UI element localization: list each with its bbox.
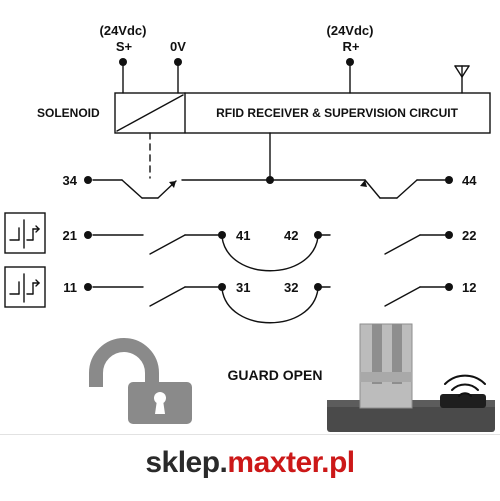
contact-42-22 [384, 234, 421, 255]
push-button-icon [4, 266, 46, 308]
contact-11-31 [149, 286, 186, 307]
wire-34-slope [121, 179, 143, 199]
contact-arm-right [364, 179, 381, 199]
unlocked-padlock-icon [89, 338, 192, 424]
contact-22-label: 22 [462, 228, 476, 243]
circuit-box [114, 92, 491, 134]
terminal-s-plus-dot [119, 58, 127, 66]
terminal-42-dot [314, 231, 322, 239]
r-plus-label: R+ [343, 39, 360, 54]
guard-status-label: GUARD OPEN [228, 367, 323, 383]
contact-12-label: 12 [462, 280, 476, 295]
contact-21-41 [149, 234, 186, 255]
s-plus-voltage-label: (24Vdc) [100, 23, 147, 38]
junction-dot [266, 176, 274, 184]
contact-32-12 [384, 286, 421, 307]
terminal-21-dot [84, 231, 92, 239]
terminal-44-dot [445, 176, 453, 184]
contact-11-label: 11 [63, 280, 77, 295]
bridge-31-32 [221, 288, 319, 324]
contact-42-label: 42 [284, 228, 298, 243]
zero-v-label: 0V [170, 39, 186, 54]
contact-32-label: 32 [284, 280, 298, 295]
rfid-switch-device [327, 323, 495, 432]
terminal-32-dot [314, 283, 322, 291]
wire-44-slope [396, 179, 418, 199]
contact-31-label: 31 [236, 280, 250, 295]
terminal-11-dot [84, 283, 92, 291]
bridge-41-42 [221, 236, 319, 272]
circuit-label: RFID RECEIVER & SUPERVISION CIRCUIT [216, 106, 458, 120]
website-logo[interactable]: sklep.maxter.pl [0, 446, 500, 480]
r-plus-voltage-label: (24Vdc) [327, 23, 374, 38]
terminal-41-dot [218, 231, 226, 239]
push-button-icon [4, 212, 46, 254]
wireless-signal-icon [444, 374, 486, 397]
contact-41-label: 41 [236, 228, 250, 243]
terminal-12-dot [445, 283, 453, 291]
contact-34-label: 34 [63, 173, 78, 188]
contact-44-label: 44 [462, 173, 477, 188]
contact-21-label: 21 [63, 228, 77, 243]
contact-arrow-right [360, 180, 367, 187]
solenoid-label: SOLENOID [37, 106, 100, 120]
footer [0, 434, 500, 501]
antenna-icon [454, 65, 470, 94]
website-domain-prefix: sklep. [145, 446, 228, 479]
terminal-22-dot [445, 231, 453, 239]
contact-arrow-left [169, 181, 176, 188]
terminal-31-dot [218, 283, 226, 291]
terminal-0v-dot [174, 58, 182, 66]
website-brand: maxter.pl [227, 446, 355, 479]
terminal-34-dot [84, 176, 92, 184]
s-plus-label: S+ [116, 39, 133, 54]
solenoid-coil-diagonal [116, 94, 184, 132]
terminal-r-plus-dot [346, 58, 354, 66]
